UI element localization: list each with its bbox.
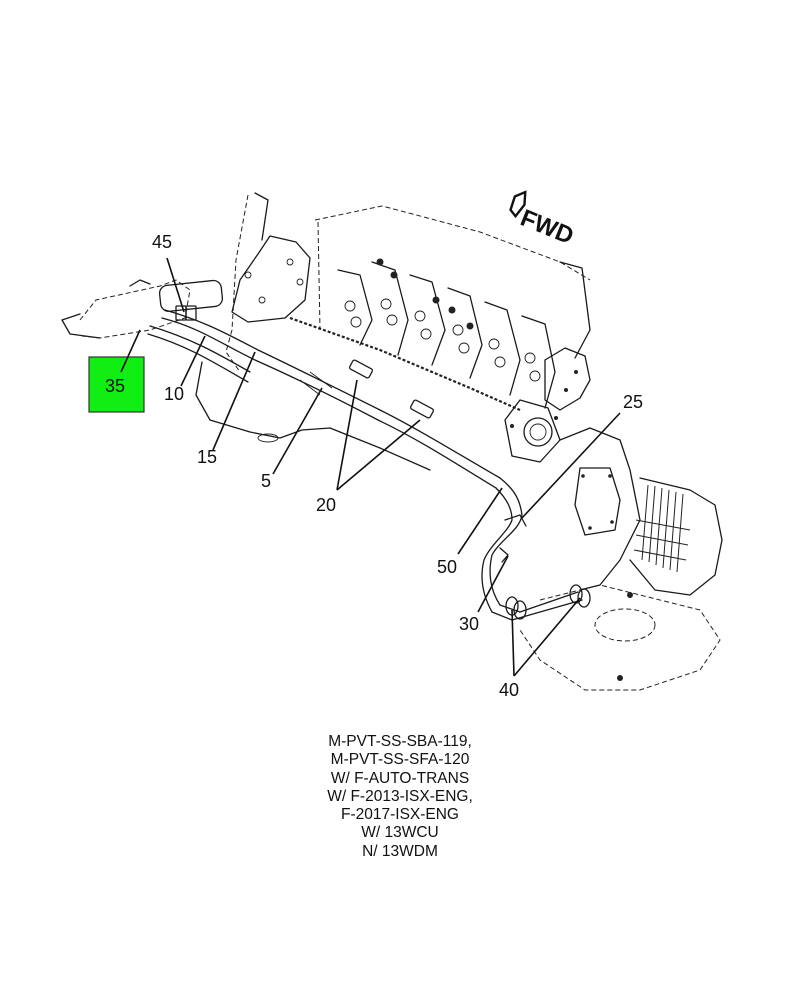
forward-arrow-icon xyxy=(509,190,527,219)
callout-5[interactable]: 5 xyxy=(261,471,271,491)
forward-direction-indicator: FWD xyxy=(509,190,578,251)
caption-line: N/ 13WDM xyxy=(362,842,438,860)
cooler-assembly-drawing xyxy=(61,279,224,339)
highlighted-part-35-box[interactable] xyxy=(88,356,145,413)
callout-45[interactable]: 45 xyxy=(152,232,172,252)
caption-line: F-2017-ISX-ENG xyxy=(340,806,459,824)
caption-line: W/ F-AUTO-TRANS xyxy=(330,769,470,787)
callout-20[interactable]: 20 xyxy=(316,495,336,515)
leader-lines xyxy=(120,257,621,677)
head-bolts xyxy=(344,258,541,382)
cooler-lines-drawing xyxy=(147,305,591,621)
caption-line: W/ 13WCU xyxy=(361,824,439,842)
caption-line: W/ F-2013-ISX-ENG, xyxy=(327,787,473,805)
diagram-caption: M-PVT-SS-SBA-119, M-PVT-SS-SFA-120 W/ F-… xyxy=(260,733,540,861)
callout-labels: 45 35 10 15 5 20 25 50 30 40 xyxy=(105,232,643,700)
caption-line: M-PVT-SS-SBA-119, xyxy=(328,733,472,750)
callout-40[interactable]: 40 xyxy=(499,680,519,700)
caption-line: M-PVT-SS-SFA-120 xyxy=(330,751,470,769)
gear-housing-drawing xyxy=(504,347,591,463)
callout-25[interactable]: 25 xyxy=(623,392,643,412)
callout-35[interactable]: 35 xyxy=(105,376,125,396)
callout-50[interactable]: 50 xyxy=(437,557,457,577)
engine-block-drawing xyxy=(195,192,591,471)
callout-30[interactable]: 30 xyxy=(459,614,479,634)
callout-10[interactable]: 10 xyxy=(164,384,184,404)
transmission-drawing xyxy=(519,427,723,691)
callout-15[interactable]: 15 xyxy=(197,447,217,467)
fwd-label: FWD xyxy=(517,205,578,251)
